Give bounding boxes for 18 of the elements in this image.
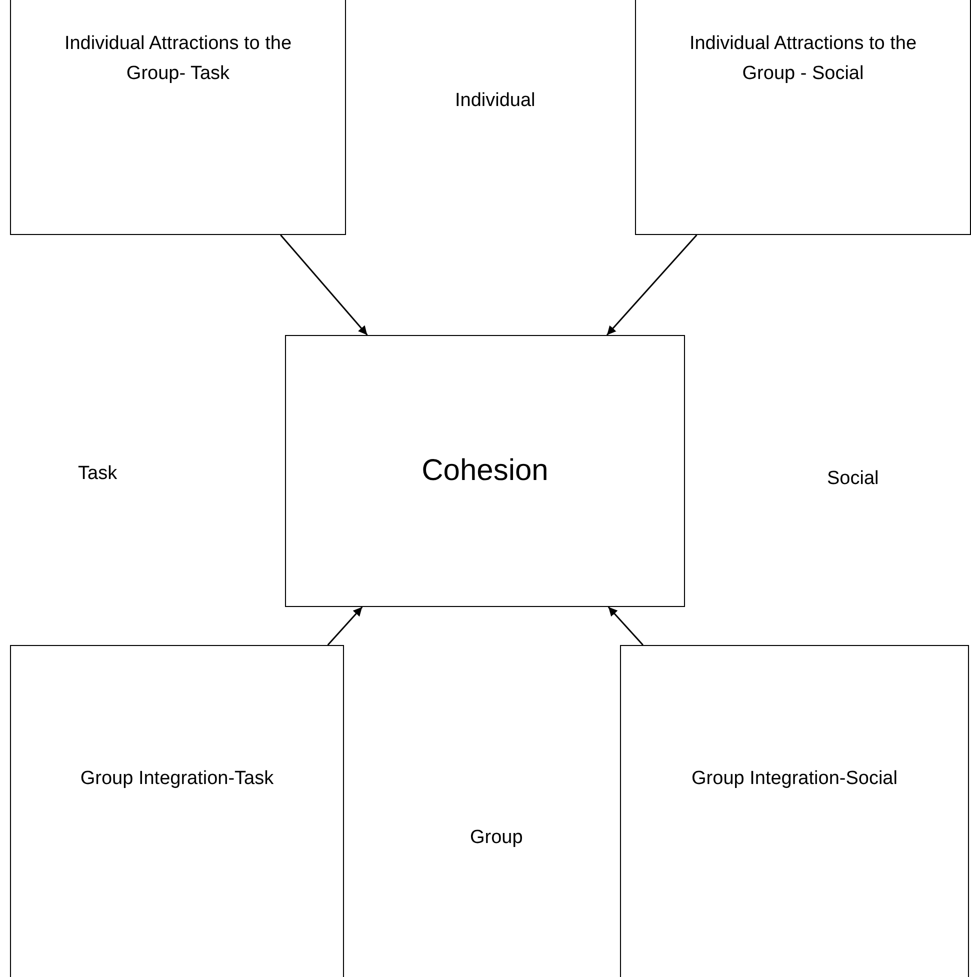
box-label: Individual Attractions to the Group- Task [63,32,293,86]
process-box [620,645,969,977]
arrow [608,606,644,646]
box-label: Cohesion [420,453,550,489]
axis-label: Group [470,827,523,849]
process-box [10,0,346,235]
process-box [285,335,685,607]
axis-label: Social [827,468,879,490]
arrow [606,234,698,336]
arrow [280,234,368,336]
box-label: Group Integration-Task [79,767,275,791]
process-box [635,0,971,235]
axis-label: Task [78,463,118,485]
box-label: Individual Attractions to the Group - Social [688,32,918,86]
axis-label: Individual [455,90,536,112]
box-label: Group Integration-Social [690,767,898,791]
process-box [10,645,344,977]
arrow [327,606,363,646]
